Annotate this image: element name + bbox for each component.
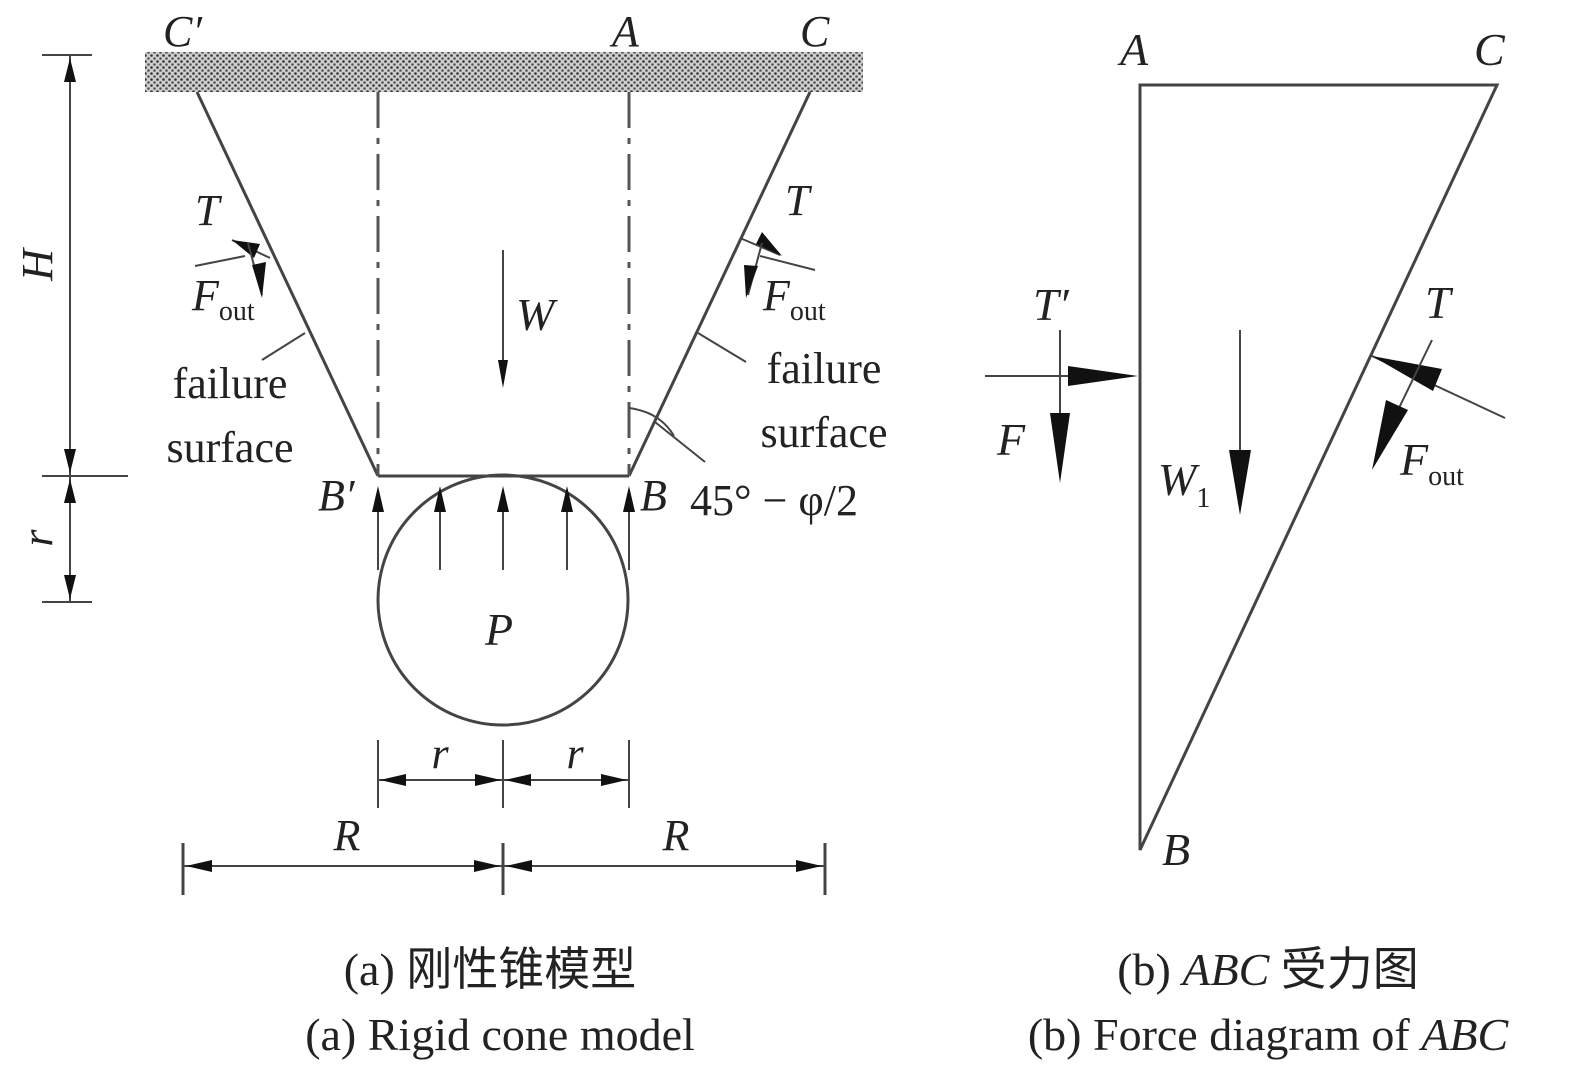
r-horizontal-dimension [377,740,630,808]
label-failure-left-1: failure [173,359,288,408]
label-angle: 45° − φ/2 [690,476,858,525]
failure-right-leader [697,332,747,363]
label-failure-left-2: surface [166,423,293,472]
label-c: C [800,7,830,56]
big-r-dimension [181,843,827,895]
failure-surface-right-line [627,91,812,477]
angle-arc [628,407,675,437]
caption-b-cn: (b) ABC 受力图 [1117,944,1419,995]
label-b-a: A [1117,24,1149,75]
label-b-prime: B′ [318,471,356,520]
label-failure-right-2: surface [760,408,887,457]
r-vertical-dimension [42,476,92,603]
pressure-arrows [372,486,635,570]
label-b-c: C [1474,24,1506,75]
label-b: B [640,471,667,520]
label-f-out-b: Fout [1399,434,1464,492]
label-failure-right-1: failure [767,344,882,393]
label-p: P [484,604,513,655]
label-t-prime: T′ [1033,279,1070,330]
label-b-b: B [1162,824,1190,875]
label-f: F [996,414,1026,465]
tunnel-circle [376,473,630,727]
label-big-r-left: R [333,811,361,860]
label-t-b: T [1425,277,1454,328]
left-force-arrows-b [985,330,1138,483]
ground-surface [145,52,863,92]
label-t-left: T [195,186,223,235]
label-r-right: r [566,729,584,778]
label-a: A [609,7,640,56]
figure-a: C′ A C B′ B T T Fout Fout W P failure su… [13,7,888,1060]
failure-left-leader [261,332,306,361]
weight-arrow-b [1229,330,1251,515]
label-f-out-right: Fout [762,271,826,327]
label-r-vertical: r [13,529,62,547]
label-h: H [13,247,62,282]
label-f-out-left: Fout [191,271,255,327]
failure-surface-left-line [195,91,380,477]
caption-a-cn: (a) 刚性锥模型 [344,944,637,995]
left-force-arrows [194,239,271,298]
label-big-r-right: R [662,811,690,860]
label-r-left: r [431,729,449,778]
label-w: W [516,289,558,340]
caption-a-en: (a) Rigid cone model [305,1009,695,1060]
right-force-arrows-b [1371,339,1506,470]
triangle-abc [1138,83,1500,851]
label-c-prime: C′ [163,7,203,56]
right-force-arrows [739,232,816,298]
label-t-right: T [785,176,813,225]
h-dimension [42,54,128,477]
caption-b-en: (b) Force diagram of ABC [1028,1009,1510,1060]
weight-arrow [498,250,508,388]
figure-b: A C B T′ F W1 T Fout (b) ABC 受力图 (b) For… [985,24,1509,1060]
angle-leader [654,421,706,463]
label-w1: W1 [1158,454,1210,514]
